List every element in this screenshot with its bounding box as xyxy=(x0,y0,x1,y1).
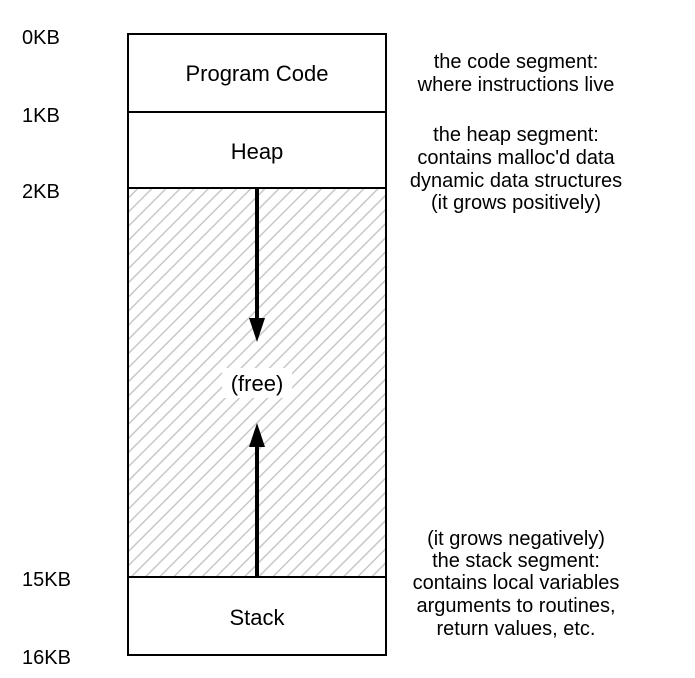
stack-annotation-line-3: contains local variables xyxy=(413,572,620,594)
stack-segment-label: Stack xyxy=(229,605,285,630)
heap-annotation-line-4: (it grows positively) xyxy=(431,192,601,214)
stack-annotation-line-2: the stack segment: xyxy=(432,550,600,572)
stack-annotation-line-1: (it grows negatively) xyxy=(427,528,605,550)
address-label-1kb: 1KB xyxy=(22,105,60,127)
heap-annotation-line-2: contains malloc'd data xyxy=(417,147,615,169)
code-segment-box xyxy=(127,33,387,113)
heap-annotation-line-1: the heap segment: xyxy=(433,124,599,146)
address-label-16kb: 16KB xyxy=(22,647,71,669)
stack-annotation-line-4: arguments to routines, xyxy=(417,595,616,617)
stack-growth-arrowhead xyxy=(249,423,265,447)
free-label-backing xyxy=(222,368,292,398)
heap-growth-arrowhead xyxy=(249,318,265,342)
code-segment-label: Program Code xyxy=(185,61,328,86)
address-label-15kb: 15KB xyxy=(22,569,71,591)
address-label-2kb: 2KB xyxy=(22,181,60,203)
heap-segment-label: Heap xyxy=(231,139,284,164)
stack-annotation-line-5: return values, etc. xyxy=(437,618,596,640)
stack-segment-box xyxy=(127,576,387,656)
address-label-0kb: 0KB xyxy=(22,27,60,49)
heap-annotation-line-3: dynamic data structures xyxy=(410,170,622,192)
code-annotation-line-1: the code segment: xyxy=(434,51,599,73)
code-annotation-line-2: where instructions live xyxy=(417,74,615,96)
free-region-label: (free) xyxy=(231,371,284,396)
heap-segment-box xyxy=(127,111,387,189)
